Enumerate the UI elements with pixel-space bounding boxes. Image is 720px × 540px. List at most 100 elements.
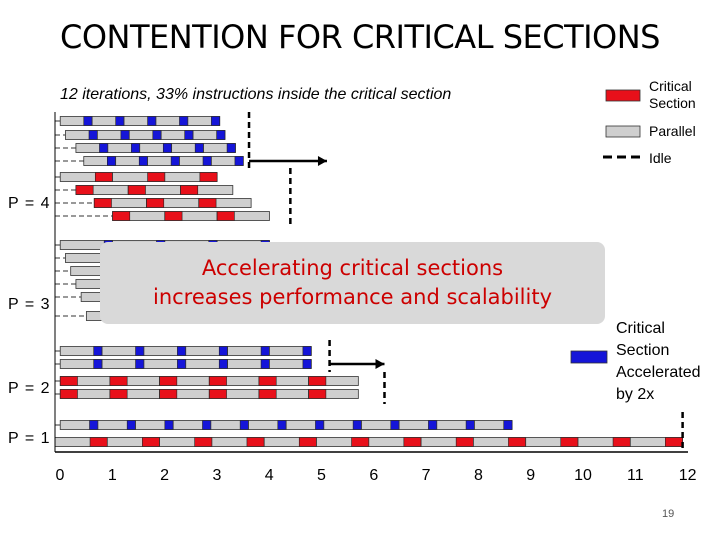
p1-row-critical-section [455, 437, 474, 447]
p2-accel-row-2-critical-section [218, 359, 228, 369]
p4-accel-row-4-critical-section [234, 156, 244, 166]
p4-row-1-critical-section [199, 172, 218, 182]
x-tick-label: 7 [421, 467, 431, 484]
callout-line-1: Accelerating critical sections [201, 256, 504, 280]
p2-row-1-critical-section [258, 376, 277, 386]
x-tick-label: 10 [574, 467, 592, 484]
p2-accel-row-2-critical-section [260, 359, 270, 369]
p1-row-critical-section [298, 437, 317, 447]
legend-critical-swatch [605, 89, 641, 102]
p4-accel-row-3-critical-section [226, 143, 236, 153]
p4-accel-row-1-critical-section [147, 116, 157, 126]
legend-swatches [570, 89, 643, 364]
p4-accel-row-3-critical-section [162, 143, 172, 153]
p4-accel-row-4-critical-section [170, 156, 180, 166]
p4-accel-row-3-critical-section [131, 143, 141, 153]
p2-accel-row-1-critical-section [93, 346, 103, 356]
processor-label-p1: P = 1 [8, 430, 51, 447]
x-tick-label: 9 [526, 467, 536, 484]
p4-accel-row-1-critical-section [179, 116, 189, 126]
p2-row-2-critical-section [308, 389, 327, 399]
legend-idle-label: Idle [649, 150, 672, 166]
p1-row-critical-section [560, 437, 579, 447]
p2-accel-idle-arrowhead [375, 359, 385, 369]
slide-title: CONTENTION FOR CRITICAL SECTIONS [60, 18, 660, 56]
p4-row-3-critical-section [198, 198, 217, 208]
legend-parallel-swatch [605, 125, 641, 138]
p4-row-3-critical-section [93, 198, 112, 208]
p2-row-1-critical-section [59, 376, 78, 386]
p4-accel-row-2-critical-section [216, 130, 226, 140]
p1-accel-row-critical-section [352, 420, 362, 430]
p2-accel-row-1-critical-section [302, 346, 312, 356]
p1-row-critical-section [612, 437, 631, 447]
legend-accelerated-label: Critical Section Accelerated by 2x [616, 320, 701, 403]
x-tick-label: 0 [55, 467, 65, 484]
p2-row-2-critical-section [258, 389, 277, 399]
p4-accel-row-3-critical-section [99, 143, 109, 153]
p1-row-critical-section [246, 437, 265, 447]
processor-label-p2: P = 2 [8, 380, 51, 397]
p4-row-2-critical-section [127, 185, 146, 195]
processor-label-p4: P = 4 [8, 195, 51, 212]
p1-row-critical-section [403, 437, 422, 447]
p4-accel-row-2-critical-section [88, 130, 98, 140]
p1-accel-row-critical-section [89, 420, 99, 430]
p2-row-1-critical-section [109, 376, 128, 386]
p1-accel-row-critical-section [202, 420, 212, 430]
p2-accel-row-1-critical-section [177, 346, 187, 356]
p4-row-3-critical-section [146, 198, 165, 208]
p2-accel-row-1-critical-section [135, 346, 145, 356]
p4-accel-row-1-critical-section [83, 116, 93, 126]
p2-accel-row-2-critical-section [302, 359, 312, 369]
p4-accel-row-2-critical-section [120, 130, 130, 140]
p2-accel-row-2-critical-section [93, 359, 103, 369]
x-tick-label: 5 [317, 467, 326, 484]
p4-row-2-critical-section [75, 185, 94, 195]
x-tick-label: 1 [107, 467, 117, 484]
p1-row-critical-section [508, 437, 527, 447]
time-axis [54, 112, 688, 453]
callout-line-2: increases performance and scalability [152, 285, 553, 309]
p4-row-4-critical-section [216, 211, 235, 221]
p4-accel-row-1-critical-section [211, 116, 221, 126]
p4-accel-row-4-critical-section [202, 156, 212, 166]
p1-row-critical-section [89, 437, 108, 447]
p1-row-critical-section [142, 437, 160, 447]
p1-row-critical-section [351, 437, 370, 447]
p4-accel-idle-arrowhead [317, 156, 327, 166]
p4-accel-row-2-critical-section [184, 130, 194, 140]
p2-row-1-critical-section [159, 376, 178, 386]
p2-row-2-critical-section [109, 389, 128, 399]
legend-critical-section-label: Critical Section [649, 78, 696, 111]
p1-accel-row-critical-section [126, 420, 136, 430]
p2-row-2-critical-section [208, 389, 227, 399]
p2-accel-row-1-critical-section [218, 346, 228, 356]
p2-row-1-critical-section [208, 376, 227, 386]
p2-row-1-critical-section [308, 376, 327, 386]
p2-accel-row-2-critical-section [135, 359, 145, 369]
x-tick-label: 12 [678, 467, 697, 484]
p2-row-2-critical-section [59, 389, 78, 399]
x-tick-label: 3 [212, 467, 222, 484]
p1-accel-row-critical-section [239, 420, 249, 430]
x-tick-label: 11 [626, 467, 644, 484]
callout-box: Accelerating critical sections increases… [100, 242, 605, 324]
p4-accel-row-2-critical-section [152, 130, 162, 140]
p1-accel-row-critical-section [503, 420, 513, 430]
p4-accel-row-1-critical-section [115, 116, 125, 126]
p1-accel-row-critical-section [390, 420, 400, 430]
processor-label-p3: P = 3 [8, 296, 51, 313]
p4-row-2-critical-section [180, 185, 199, 195]
p1-accel-row-critical-section [277, 420, 287, 430]
p4-row-4-critical-section [164, 211, 183, 221]
p2-accel-row-1-critical-section [260, 346, 270, 356]
x-tick-label: 4 [264, 467, 274, 484]
p1-accel-row-critical-section [315, 420, 325, 430]
p1-accel-row-critical-section [428, 420, 438, 430]
p2-row-2-critical-section [159, 389, 178, 399]
legend-accelerated-swatch [570, 350, 608, 364]
x-tick-label: 6 [369, 467, 379, 484]
diagram-subtitle: 12 iterations, 33% instructions inside t… [60, 86, 452, 103]
p1-row-critical-section [665, 437, 683, 447]
